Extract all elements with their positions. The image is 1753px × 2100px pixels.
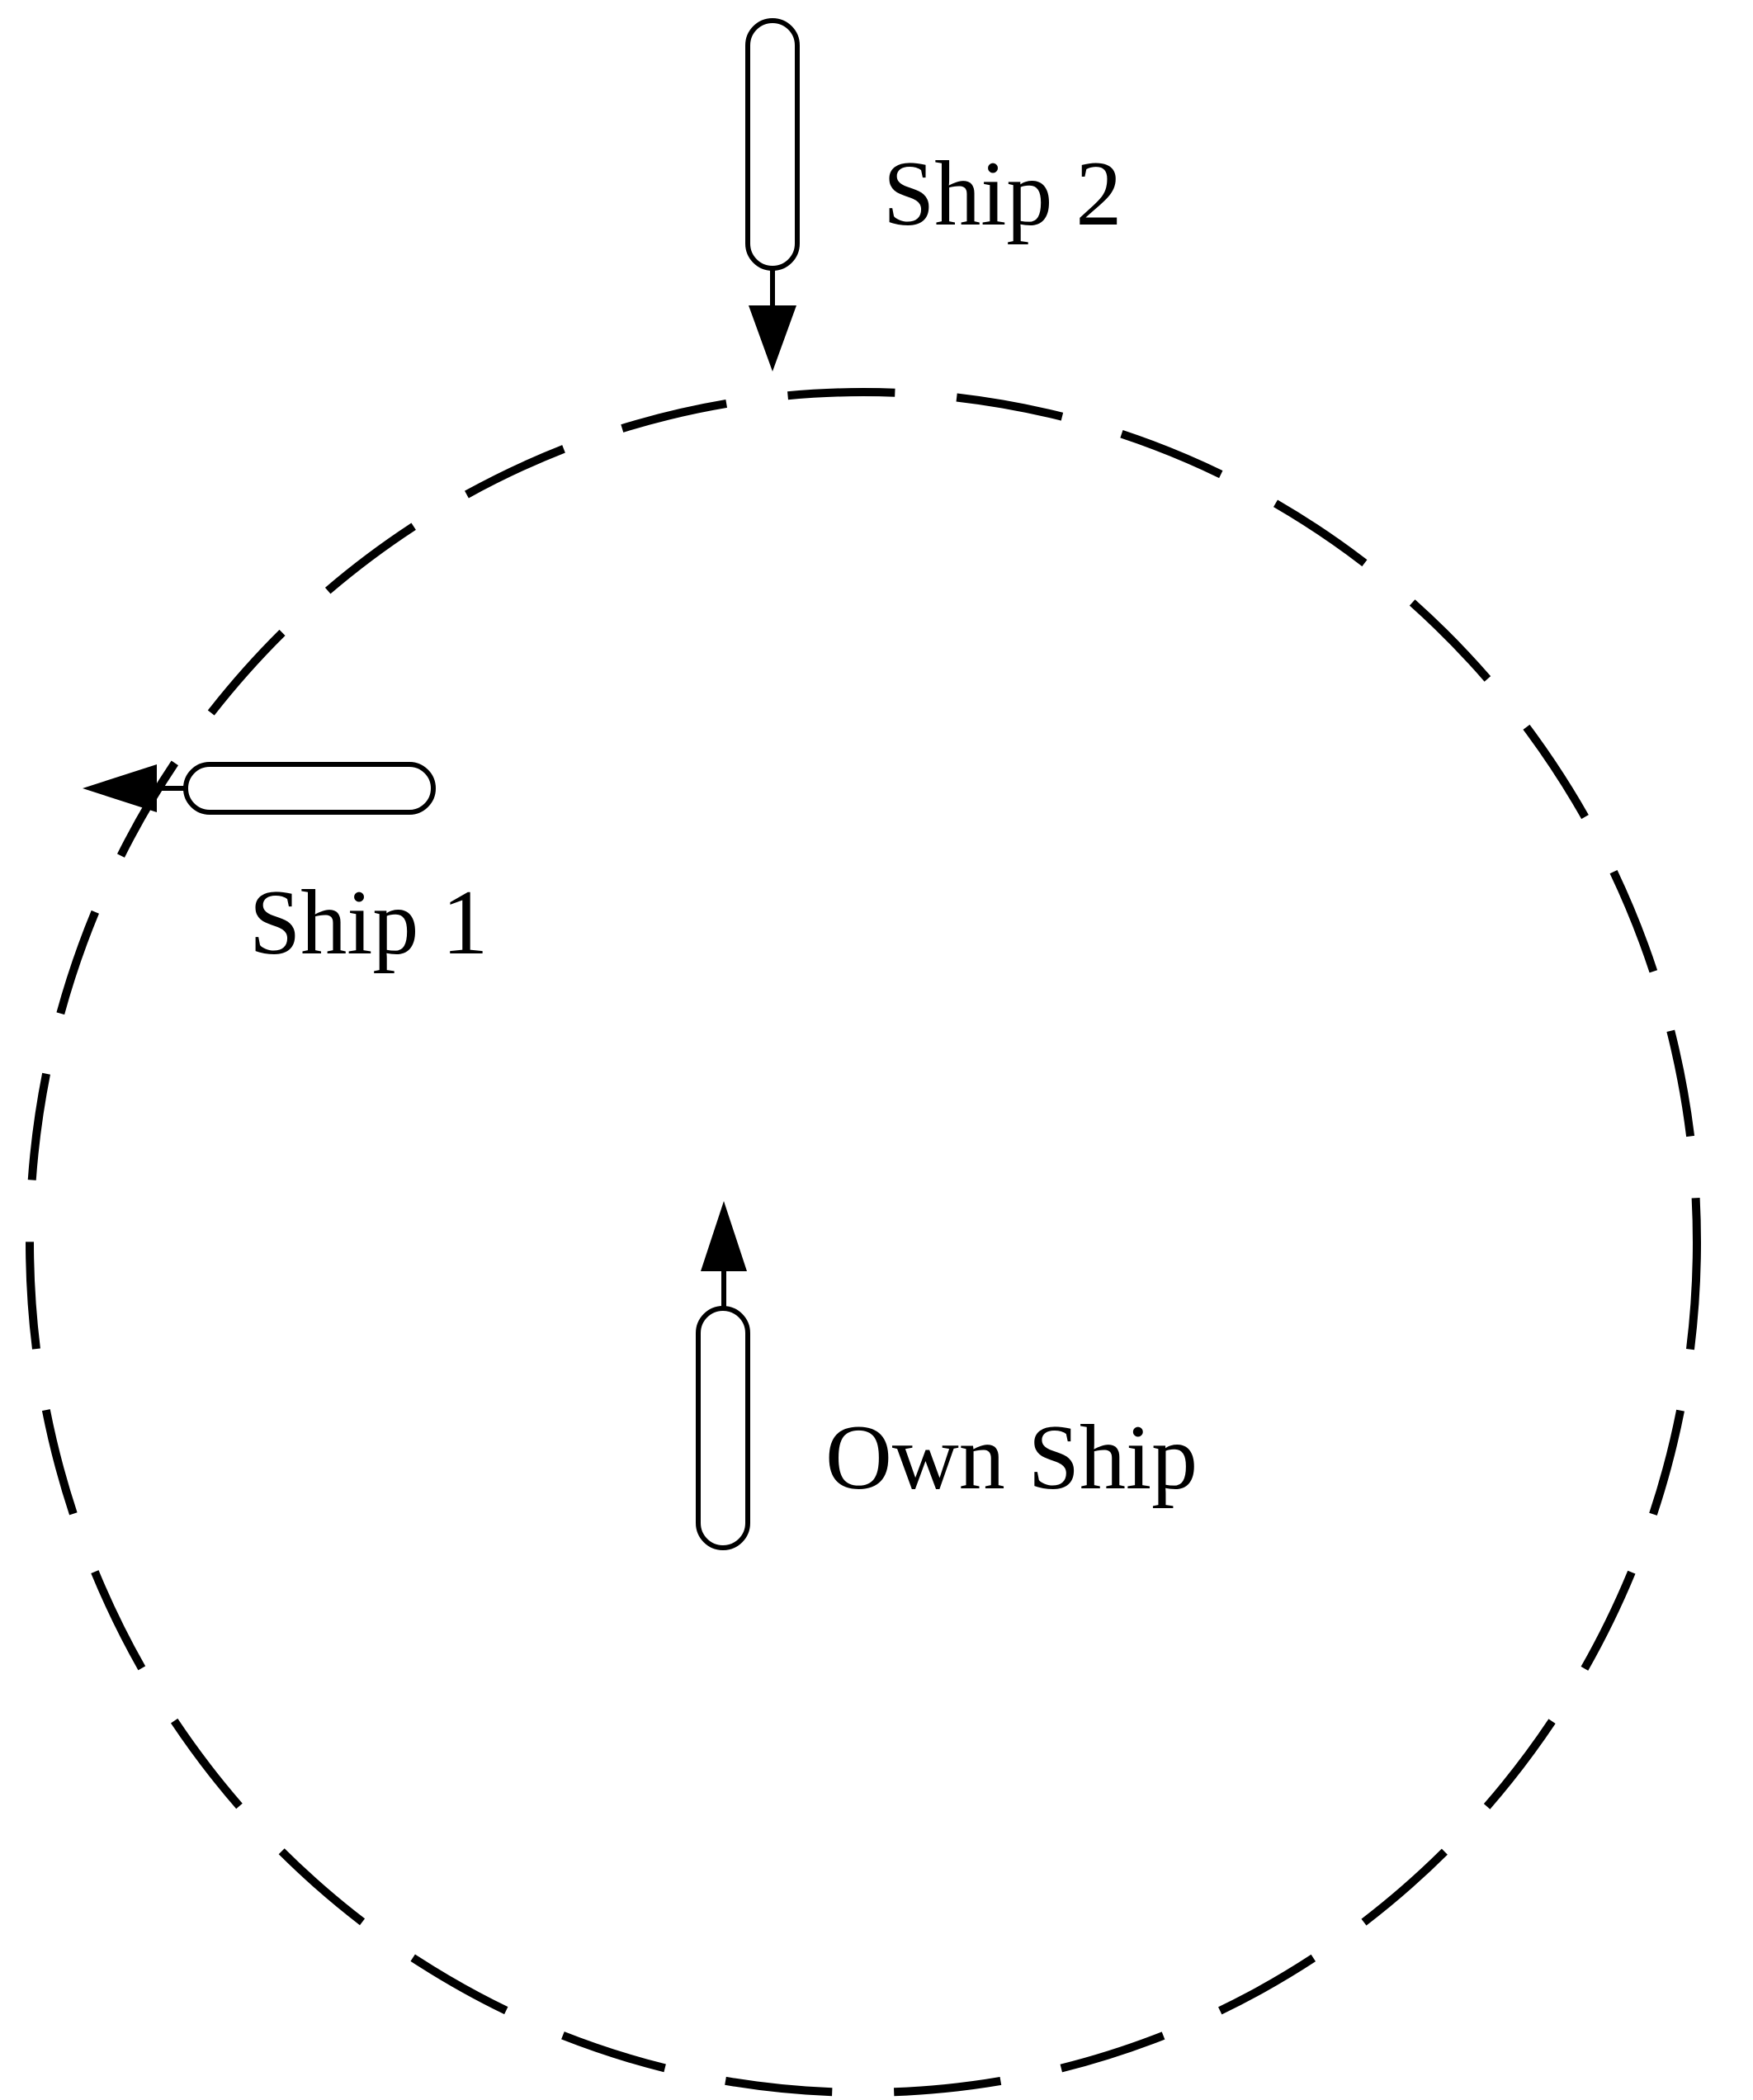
- own-ship-label: Own Ship: [825, 1407, 1198, 1509]
- ship-2-hull-icon: [745, 18, 800, 271]
- own-ship-hull-icon: [696, 1306, 750, 1550]
- own-ship-heading-arrow-icon: [701, 1201, 747, 1271]
- ship-2: Ship 2: [745, 18, 1122, 371]
- ship-2-heading-arrow-icon: [749, 305, 796, 371]
- ship-2-label: Ship 2: [883, 143, 1122, 245]
- ship-1-heading-arrow-icon: [83, 764, 157, 812]
- ship-1-hull-icon: [183, 762, 436, 815]
- own-ship: Own Ship: [696, 1201, 1198, 1550]
- ship-1-label: Ship 1: [249, 872, 488, 974]
- range-circle: [26, 388, 1701, 2097]
- ship-1: Ship 1: [83, 762, 488, 974]
